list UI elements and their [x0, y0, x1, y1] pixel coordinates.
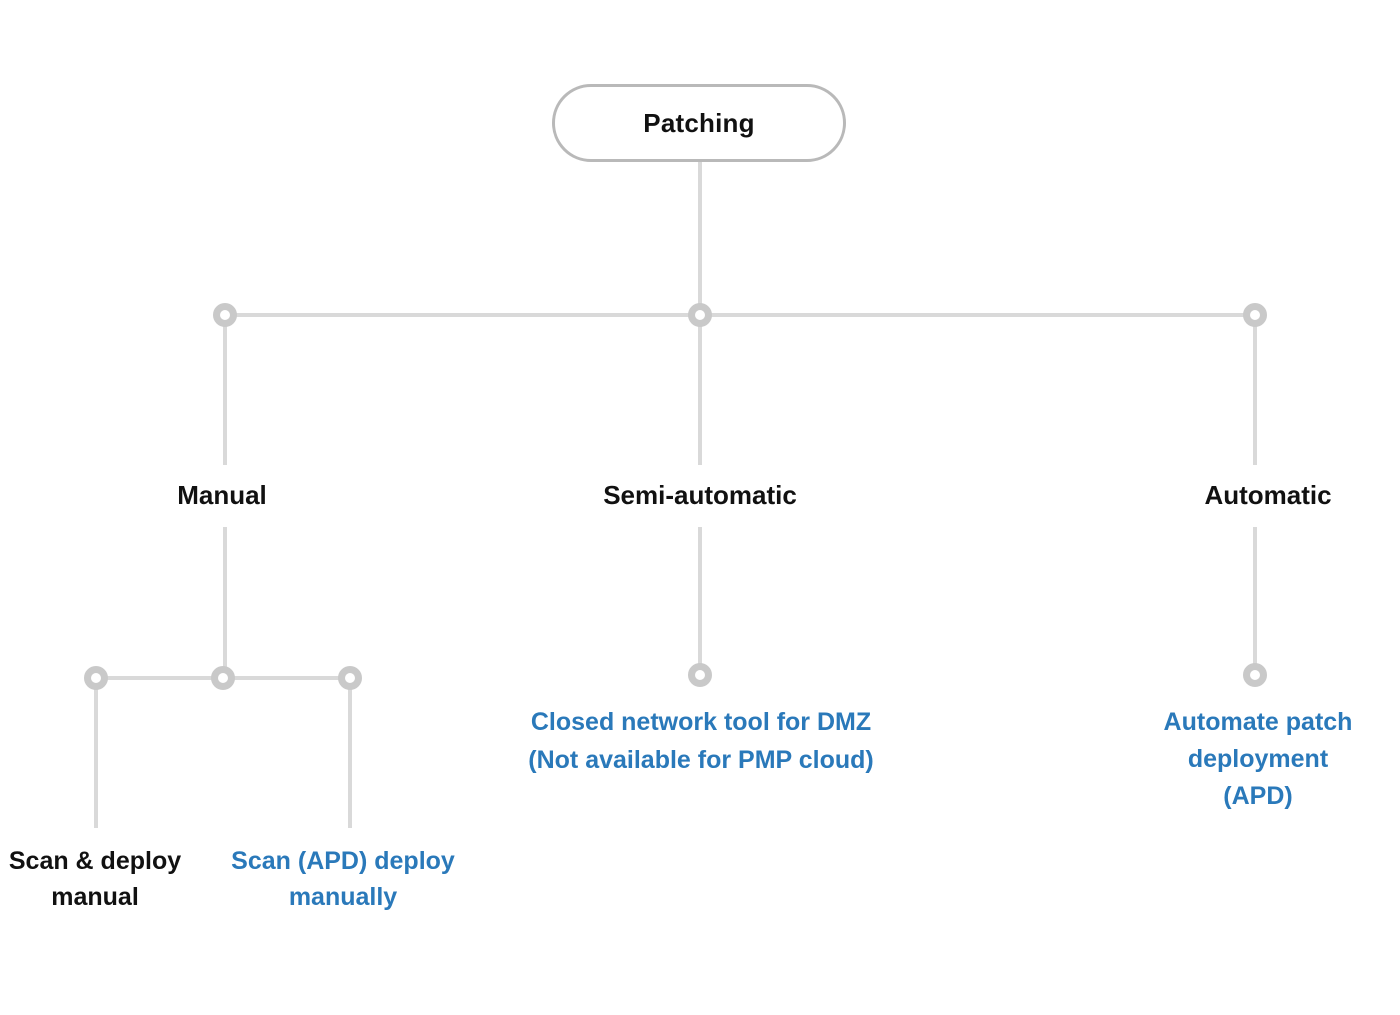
connector-automatic-lower — [1253, 527, 1257, 668]
junction-node-sub-center — [211, 666, 235, 690]
leaf-line: (APD) — [1223, 782, 1293, 810]
leaf-line: deployment — [1187, 745, 1329, 773]
junction-node-automatic-end — [1243, 663, 1267, 687]
junction-node-left — [213, 303, 237, 327]
connector-semi-lower — [698, 527, 702, 668]
connector-sub-right-vertical — [348, 678, 352, 828]
leaf-line: manual — [51, 883, 139, 911]
leaf-line: (Not available for PMP cloud) — [528, 746, 874, 774]
junction-node-center — [688, 303, 712, 327]
leaf-scan-deploy-manual: Scan & deploy manual — [0, 843, 195, 915]
leaf-line: Scan (APD) deploy — [231, 847, 455, 875]
branch-label-automatic: Automatic — [1204, 480, 1332, 510]
root-node-label: Patching — [643, 107, 755, 138]
connector-manual-upper — [223, 315, 227, 465]
connector-manual-lower — [223, 527, 227, 678]
connector-main-horizontal — [223, 313, 1257, 317]
junction-node-sub-right — [338, 666, 362, 690]
junction-node-semi-end — [688, 663, 712, 687]
branch-label-manual: Manual — [177, 480, 267, 510]
leaf-automate-patch-deployment: Automate patch deployment (APD) — [1108, 704, 1400, 815]
leaf-line: Automate patch — [1163, 708, 1353, 736]
connector-sub-left-vertical — [94, 678, 98, 828]
connector-semi-upper — [698, 315, 702, 465]
root-node-patching: Patching — [552, 84, 846, 162]
connector-automatic-upper — [1253, 315, 1257, 465]
leaf-line: Closed network tool for DMZ — [530, 708, 872, 736]
leaf-line: manually — [288, 883, 398, 911]
leaf-scan-apd-deploy-manually: Scan (APD) deploy manually — [213, 843, 473, 915]
branch-label-semi-automatic: Semi-automatic — [603, 480, 797, 510]
junction-node-sub-left — [84, 666, 108, 690]
leaf-closed-network-tool: Closed network tool for DMZ (Not availab… — [481, 703, 921, 779]
leaf-line: Scan & deploy — [8, 847, 182, 875]
junction-node-right — [1243, 303, 1267, 327]
connector-root-vertical — [698, 161, 702, 315]
